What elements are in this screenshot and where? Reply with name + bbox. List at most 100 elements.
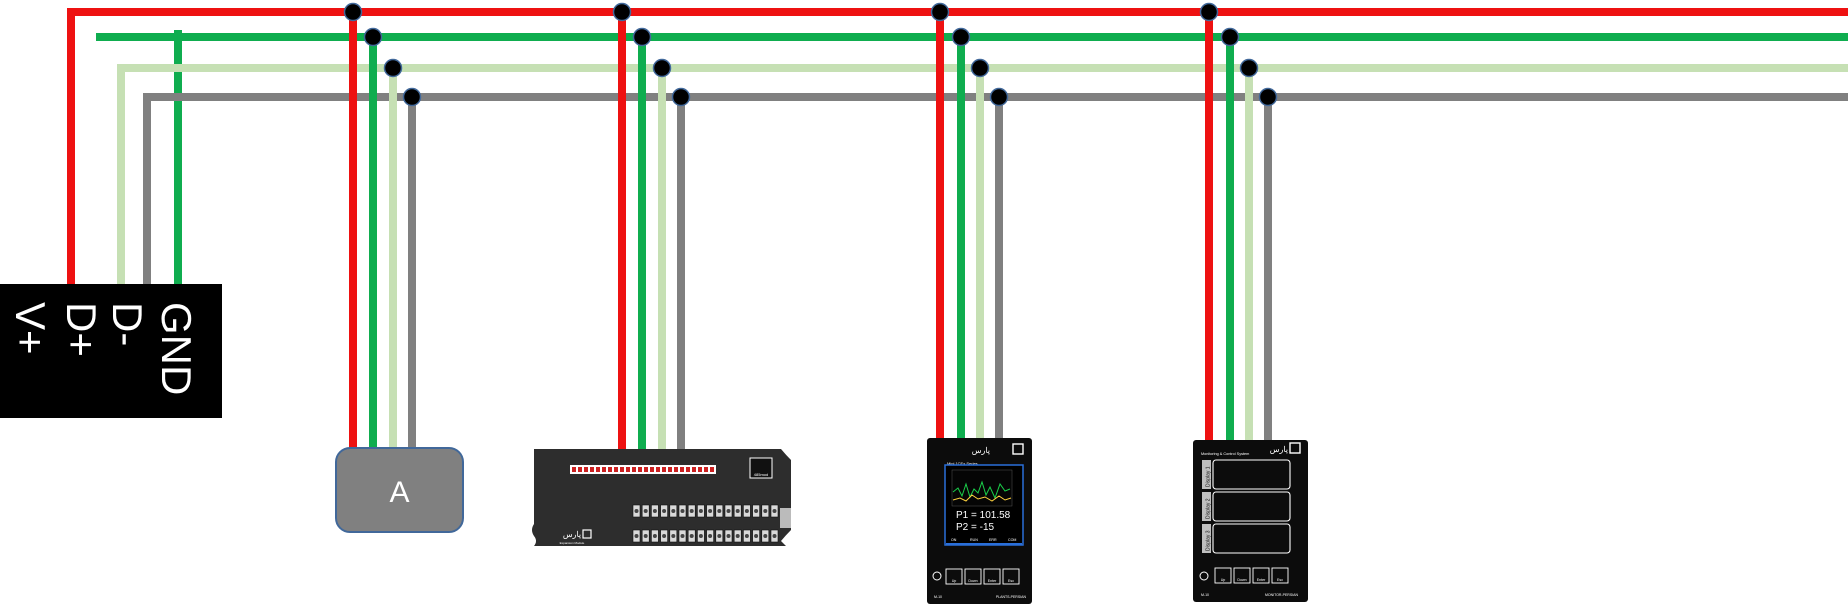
io-terminal-screw bbox=[689, 509, 694, 513]
io-terminal-screw bbox=[754, 509, 759, 513]
monitor-2-display-label: Display 1 bbox=[1206, 466, 1212, 487]
monitor-1-button-down[interactable] bbox=[964, 568, 982, 585]
io-module-brand: پارس bbox=[563, 530, 581, 539]
monitor-1-junction-dminus bbox=[989, 87, 1009, 107]
io-led bbox=[596, 467, 600, 472]
io-module-led-strip bbox=[570, 465, 716, 474]
monitor-1-trend-yellow bbox=[952, 494, 1012, 502]
monitor-2-button-esc[interactable] bbox=[1271, 567, 1289, 584]
io-terminal-screw bbox=[708, 509, 713, 513]
io-module-junction-gnd bbox=[632, 27, 652, 47]
monitor-1-status-run: RUN bbox=[970, 538, 978, 542]
monitor-1-p1: P1 = 101.58 bbox=[956, 510, 1011, 521]
io-module[interactable]: 485mod پارس Expansion Module bbox=[532, 449, 791, 546]
io-led bbox=[692, 467, 696, 472]
monitor-2-display-3 bbox=[1212, 523, 1291, 554]
io-terminal-screw bbox=[634, 534, 639, 538]
device-a-junction-vplus bbox=[343, 2, 363, 22]
io-led bbox=[578, 467, 582, 472]
io-led bbox=[686, 467, 690, 472]
terminal-label-dplus: D+ bbox=[58, 302, 105, 357]
monitor-2-footer-left: M-10 bbox=[1201, 593, 1209, 597]
monitor-2-display-2 bbox=[1212, 491, 1291, 522]
io-module-badge bbox=[749, 457, 773, 479]
io-led bbox=[662, 467, 666, 472]
monitor-1-button-label: Enter bbox=[988, 579, 997, 583]
io-module-logo-icon bbox=[582, 529, 592, 539]
io-terminal-screw bbox=[772, 534, 777, 538]
io-terminal-screw bbox=[763, 534, 768, 538]
monitor-1-logo-icon bbox=[1012, 443, 1024, 455]
terminal-label-dminus: D- bbox=[104, 302, 151, 346]
io-led bbox=[608, 467, 612, 472]
monitor-2-junction-gnd bbox=[1220, 27, 1240, 47]
io-terminal-screw bbox=[763, 509, 768, 513]
monitor-1-plot-area bbox=[951, 469, 1013, 507]
monitor-1-button-up[interactable] bbox=[945, 568, 963, 585]
monitor-2-header: Monitoring & Control System bbox=[1201, 452, 1249, 456]
io-terminal-screw bbox=[652, 534, 657, 538]
io-terminal-screw bbox=[754, 534, 759, 538]
monitor-1-junction-gnd bbox=[951, 27, 971, 47]
monitor-1-button-label: Esc bbox=[1008, 579, 1014, 583]
io-led bbox=[710, 467, 714, 472]
monitor-1-p2: P2 = -15 bbox=[956, 522, 995, 533]
monitor-2-power-icon bbox=[1199, 571, 1209, 581]
bus-lines bbox=[67, 8, 1848, 284]
io-led bbox=[626, 467, 630, 472]
io-terminal-screw bbox=[698, 534, 703, 538]
io-terminal-screw bbox=[717, 534, 722, 538]
io-terminal-screw bbox=[634, 509, 639, 513]
monitor-1-junction-vplus bbox=[930, 2, 950, 22]
monitor-1-button-enter[interactable] bbox=[983, 568, 1001, 585]
io-module-leds bbox=[572, 467, 714, 472]
io-terminal-screw bbox=[735, 534, 740, 538]
monitor-2-logo-icon bbox=[1289, 442, 1301, 454]
io-terminal-screw bbox=[708, 534, 713, 538]
monitor-2-button-enter[interactable] bbox=[1252, 567, 1270, 584]
io-module-tag: Expansion Module bbox=[560, 541, 585, 545]
io-terminal-screw bbox=[726, 534, 731, 538]
monitor-2-brand: پارس bbox=[1270, 445, 1288, 454]
monitor-2-button-label: Up bbox=[1221, 578, 1226, 582]
bus-dminus bbox=[143, 93, 1848, 284]
device-a-label: A bbox=[389, 476, 409, 509]
device-a[interactable]: A bbox=[335, 447, 464, 533]
bus-junctions bbox=[343, 2, 1278, 107]
io-led bbox=[602, 467, 606, 472]
io-terminal-screw bbox=[662, 534, 667, 538]
monitor-2-button-label: Esc bbox=[1277, 578, 1283, 582]
monitor-1-button-esc[interactable] bbox=[1002, 568, 1020, 585]
monitor-2-display-label: Display 2 bbox=[1206, 498, 1212, 519]
monitor-2-junction-dplus bbox=[1239, 58, 1259, 78]
monitor-1-junction-dplus bbox=[970, 58, 990, 78]
io-led bbox=[638, 467, 642, 472]
monitor-2-display-1 bbox=[1212, 459, 1291, 490]
terminal-block-body bbox=[0, 284, 222, 418]
bus-vplus bbox=[67, 8, 1848, 284]
monitor-2-display-tab bbox=[1202, 460, 1211, 489]
monitor-1-footer-left: M-10 bbox=[934, 595, 942, 599]
monitor-2-junction-vplus bbox=[1199, 2, 1219, 22]
monitor-1[interactable]: پارس Mini 1CEx Series P1 = 101.58 P2 = -… bbox=[927, 438, 1032, 604]
io-module-junction-dplus bbox=[652, 58, 672, 78]
bus-dplus bbox=[117, 64, 1848, 284]
device-a-junction-dminus bbox=[402, 87, 422, 107]
monitor-2[interactable]: Monitoring & Control System پارس Display… bbox=[1193, 440, 1308, 602]
monitor-1-status-on: ON bbox=[951, 538, 957, 542]
io-terminal-screw bbox=[717, 509, 722, 513]
monitor-1-status-row: ON RUN ERR COM bbox=[951, 538, 1016, 542]
io-led bbox=[680, 467, 684, 472]
io-led bbox=[674, 467, 678, 472]
io-terminal-screw bbox=[689, 534, 694, 538]
io-terminal-screw bbox=[643, 534, 648, 538]
monitor-2-button-down[interactable] bbox=[1233, 567, 1251, 584]
monitor-2-button-up[interactable] bbox=[1214, 567, 1232, 584]
monitor-1-status-com: COM bbox=[1008, 538, 1016, 542]
io-terminal-screw bbox=[680, 509, 685, 513]
io-led bbox=[590, 467, 594, 472]
device-a-junction-gnd bbox=[363, 27, 383, 47]
monitor-2-footer-right: MONITOR-PERSIAN bbox=[1265, 593, 1298, 597]
monitor-1-status-err: ERR bbox=[989, 538, 997, 542]
